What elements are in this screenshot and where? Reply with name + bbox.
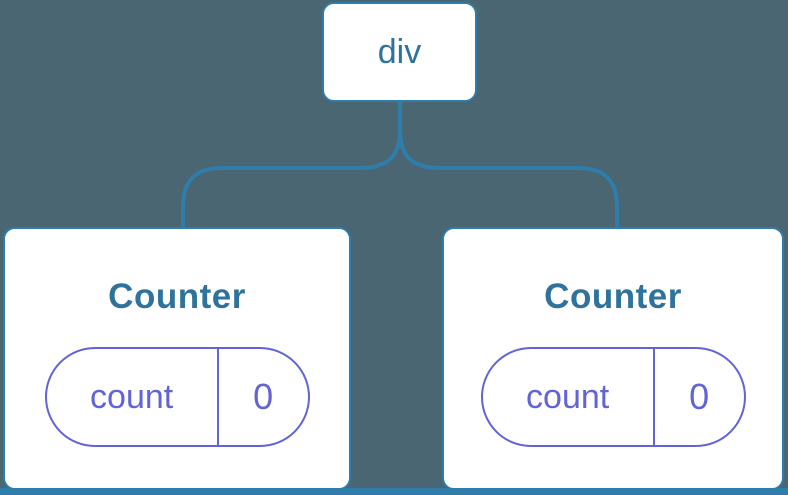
connector-right-branch	[398, 102, 619, 228]
counter-node-1: Counter count 0	[3, 227, 351, 490]
counter-title: Counter	[544, 277, 682, 316]
bottom-edge-bar	[0, 488, 788, 495]
state-value: 0	[689, 376, 710, 417]
state-key: count	[483, 349, 655, 445]
state-key: count	[47, 349, 219, 445]
state-pill: count 0	[480, 347, 746, 447]
state-value: 0	[253, 376, 274, 417]
root-node-div: div	[322, 2, 477, 102]
state-pill: count 0	[44, 347, 310, 447]
connector-left-branch	[181, 102, 402, 228]
root-node-label: div	[377, 32, 422, 71]
counter-title: Counter	[108, 277, 246, 316]
counter-node-2: Counter count 0	[442, 227, 784, 490]
